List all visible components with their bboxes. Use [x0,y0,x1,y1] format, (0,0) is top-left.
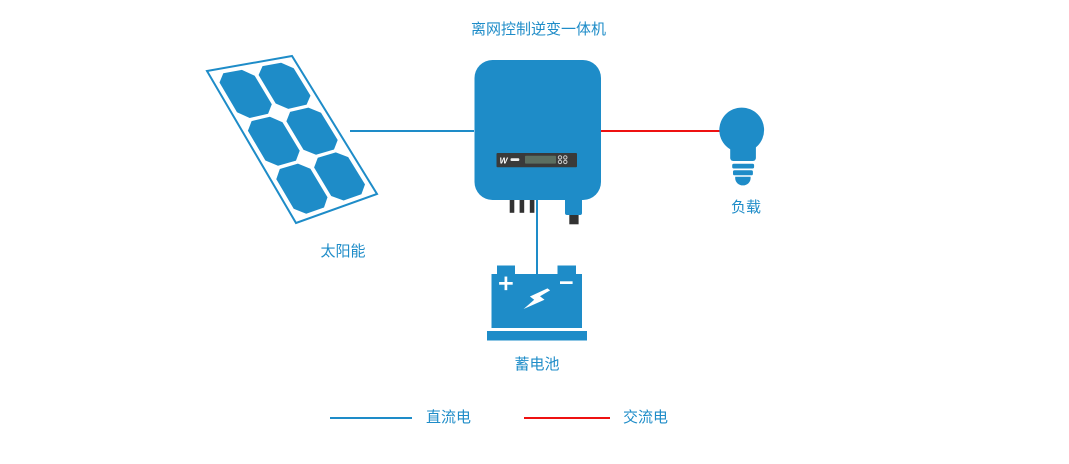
svg-text:W: W [500,155,509,165]
battery-lightning-icon [523,288,551,309]
battery-label: 蓄电池 [514,356,560,373]
solar-panel-label: 太阳能 [320,243,366,260]
battery-plus-icon [499,276,513,291]
inverter-leg [509,200,515,213]
inverter-label: 离网控制逆变一体机 [470,21,606,38]
inverter-plug-tip [569,215,579,225]
inverter-buttons [557,155,568,165]
load-bulb-icon [719,107,765,186]
inverter-leg [529,200,535,213]
inverter-icon: W [474,60,601,225]
legend-ac-label: 交流电 [623,409,669,426]
inverter-lcd-display [525,155,556,164]
load-label: 负载 [730,199,761,216]
inverter-brand-logo: W [500,155,520,165]
inverter-leg [519,200,525,213]
legend-dc-label: 直流电 [426,409,472,426]
battery-icon [487,265,587,341]
battery-minus-icon [560,281,573,284]
solar-panel-icon [205,54,379,225]
